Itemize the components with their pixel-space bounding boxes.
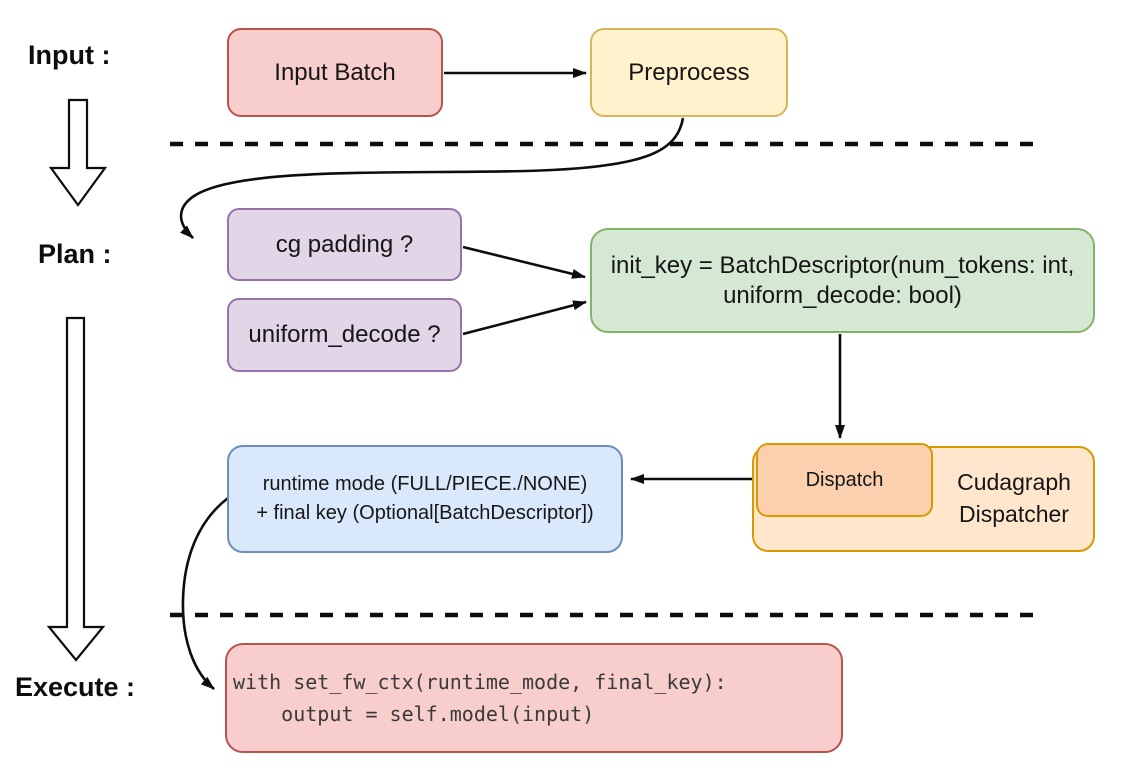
preprocess-label: Preprocess bbox=[628, 58, 750, 86]
hollow-arrow-plan-to-execute bbox=[46, 316, 106, 662]
arrow-runtime-result-to-execute-code bbox=[181, 496, 229, 690]
cg-padding-node: cg padding ? bbox=[227, 208, 462, 281]
runtime-result-line2: + final key (Optional[BatchDescriptor]) bbox=[256, 502, 594, 524]
init-key-line1: init_key = BatchDescriptor(num_tokens: i… bbox=[610, 252, 1075, 280]
execute-code-node: with set_fw_ctx(runtime_mode, final_key)… bbox=[225, 643, 843, 753]
stage-label-execute: Execute : bbox=[15, 672, 136, 702]
uniform-decode-label: uniform_decode ? bbox=[248, 321, 441, 349]
input-batch-node: Input Batch bbox=[227, 28, 443, 117]
runtime-result-line1: runtime mode (FULL/PIECE./NONE) bbox=[262, 473, 588, 496]
arrow-cg-padding-to-init-key bbox=[462, 245, 586, 279]
execute-code-line2: output = self.model(input) bbox=[233, 702, 595, 726]
arrow-uniform-decode-to-init-key bbox=[462, 300, 587, 336]
runtime-result-node: runtime mode (FULL/PIECE./NONE) + final … bbox=[227, 445, 623, 553]
input-batch-label: Input Batch bbox=[274, 58, 396, 86]
dispatch-node: Dispatch bbox=[756, 443, 933, 517]
cudagraph-dispatcher-line2: Dispatcher bbox=[959, 501, 1069, 527]
init-key-line2: uniform_decode: bool) bbox=[723, 281, 962, 309]
execute-code-line1: with set_fw_ctx(runtime_mode, final_key)… bbox=[233, 669, 727, 694]
cg-padding-label: cg padding ? bbox=[275, 230, 414, 258]
stage-label-plan: Plan : bbox=[38, 239, 112, 269]
cudagraph-dispatcher-labels: Cudagraph Dispatcher bbox=[933, 467, 1095, 531]
init-key-node: init_key = BatchDescriptor(num_tokens: i… bbox=[590, 228, 1095, 333]
stage-label-input: Input : bbox=[28, 40, 111, 70]
uniform-decode-node: uniform_decode ? bbox=[227, 298, 462, 372]
cudagraph-dispatcher-line1: Cudagraph bbox=[957, 469, 1071, 496]
dispatch-label: Dispatch bbox=[805, 468, 884, 491]
hollow-arrow-input-to-plan bbox=[48, 98, 108, 207]
preprocess-node: Preprocess bbox=[590, 28, 788, 117]
